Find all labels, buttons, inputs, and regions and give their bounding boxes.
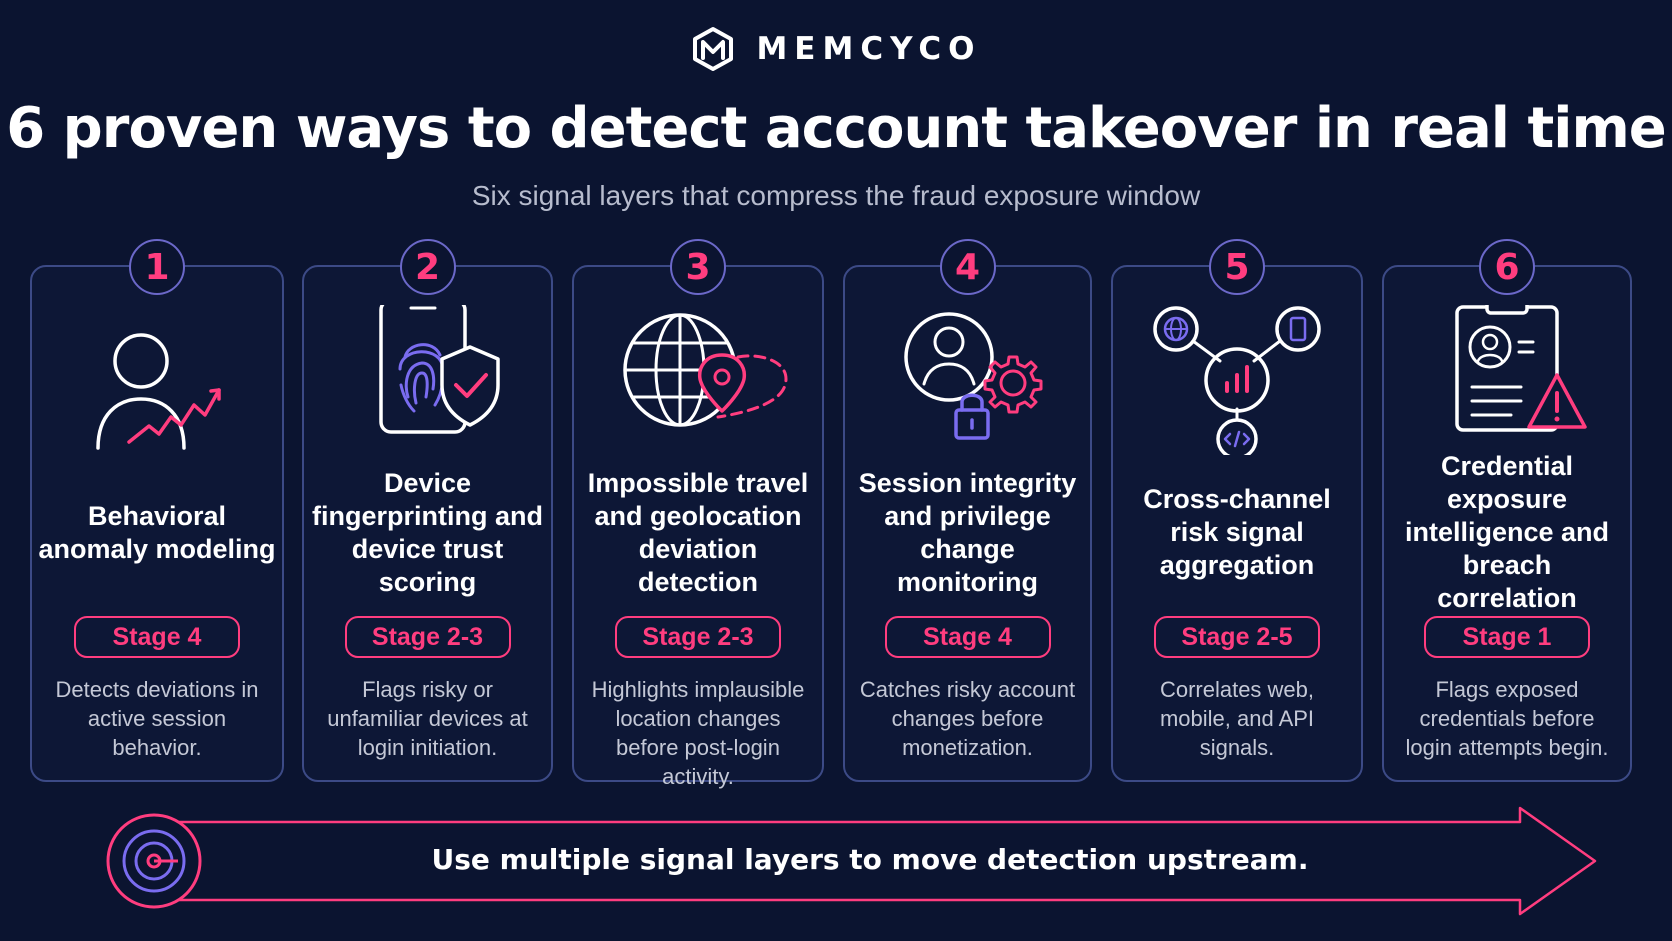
stage-badge: Stage 2-3 xyxy=(615,616,781,658)
target-icon xyxy=(106,813,202,909)
card-title: Device fingerprinting and device trust s… xyxy=(312,467,543,597)
method-card-6: 6 Credential exposure intelligence and b… xyxy=(1382,239,1632,782)
card-number-badge: 2 xyxy=(399,239,456,295)
card-number-badge: 5 xyxy=(1209,239,1265,295)
card-title: Session integrity and privilege change m… xyxy=(858,467,1077,597)
card-number-badge: 4 xyxy=(939,239,996,295)
globe-location-icon xyxy=(623,313,788,427)
page-subtitle: Six signal layers that compress the frau… xyxy=(471,180,1201,211)
card-title: Credential exposure intelligence and bre… xyxy=(1404,451,1610,613)
method-card-3: 3 Impossible travel and geolocation devi… xyxy=(572,239,824,789)
stage-badge: Stage 1 xyxy=(1424,616,1590,658)
page-title: 6 proven ways to detect account takeover… xyxy=(6,96,1667,161)
stage-badge: Stage 4 xyxy=(884,616,1051,658)
card-description: Flags risky or unfamiliar devices at log… xyxy=(327,677,528,760)
card-title: Cross-channel risk signal aggregation xyxy=(1143,484,1331,580)
memcyco-logo-icon xyxy=(693,27,734,71)
card-number-badge: 3 xyxy=(670,239,726,295)
card-description: Flags exposed credentials before login a… xyxy=(1405,677,1609,760)
brand: MEMCYCO xyxy=(0,26,1672,72)
network-nodes-icon xyxy=(1153,306,1321,455)
card-number-badge: 1 xyxy=(129,239,185,295)
upstream-arrow-banner xyxy=(106,806,1597,916)
stage-badge: Stage 4 xyxy=(74,616,240,658)
brand-name: MEMCYCO xyxy=(756,31,982,67)
method-card-5: 5 Cross-channel risk signal aggregation … xyxy=(1111,239,1363,782)
card-title: Behavioral anomaly modeling xyxy=(38,500,276,564)
card-description: Correlates web, mobile, and API signals. xyxy=(1159,677,1315,760)
clipboard-warning-icon xyxy=(1455,305,1587,432)
method-card-1: 1 Behavioral anomaly modeling Stage 4 De… xyxy=(30,239,284,782)
card-description: Highlights implausible location changes … xyxy=(591,677,805,789)
banner-text: Use multiple signal layers to move detec… xyxy=(431,843,1309,876)
card-description: Catches risky account changes before mon… xyxy=(859,677,1076,760)
user-lock-gear-icon xyxy=(903,312,1042,440)
user-trend-icon xyxy=(96,333,221,450)
card-title: Impossible travel and geolocation deviat… xyxy=(587,467,809,597)
phone-fingerprint-shield-icon xyxy=(378,305,500,434)
card-description: Detects deviations in active session beh… xyxy=(55,677,259,760)
method-card-4: 4 Session integrity and privilege change… xyxy=(843,239,1092,782)
stage-badge: Stage 2-3 xyxy=(344,616,511,658)
stage-badge: Stage 2-5 xyxy=(1154,616,1320,658)
method-card-2: 2 Device fingerprinting and device trust… xyxy=(302,239,553,782)
card-number-badge: 6 xyxy=(1479,239,1535,295)
